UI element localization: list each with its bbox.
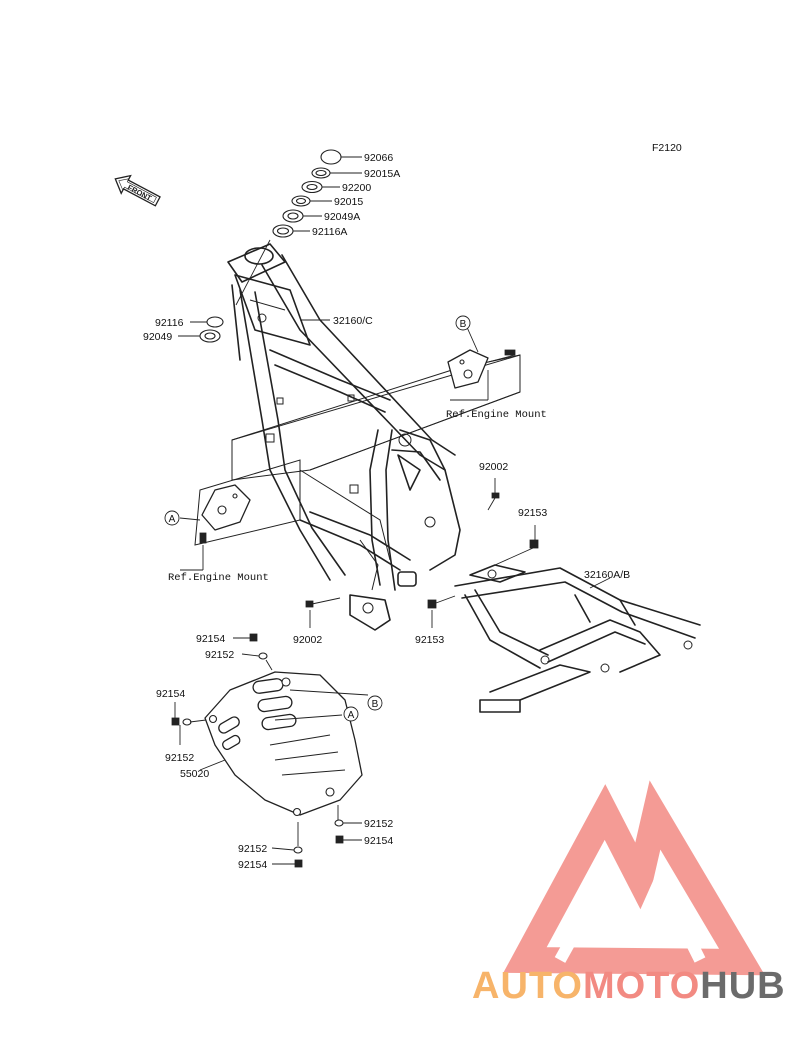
label-92200: 92200 <box>342 182 371 194</box>
main-frame <box>227 243 461 631</box>
cap-92066 <box>320 149 342 165</box>
ref-engine-mount-top: Ref.Engine Mount <box>446 409 547 421</box>
label-92154-c: 92154 <box>364 835 393 847</box>
bolt-92002-top <box>487 478 500 511</box>
bolt-92153-top <box>494 525 539 566</box>
part-labels: 92066 92015A 92200 92015 92049A 92116A 9… <box>143 152 630 871</box>
engine-mount-bands <box>194 354 521 561</box>
skid-plate <box>204 671 363 817</box>
front-arrow-icon: FRONT <box>114 174 161 207</box>
label-92154-b: 92154 <box>156 688 185 700</box>
label-92002-top: 92002 <box>479 461 508 473</box>
label-92153-bottom: 92153 <box>415 634 444 646</box>
watermark-logo: AUTOMOTOHUB <box>472 780 786 1007</box>
engine-mount-plate-b <box>447 349 516 389</box>
label-92066: 92066 <box>364 152 393 164</box>
svg-text:B: B <box>460 319 467 330</box>
label-92015: 92015 <box>334 196 363 208</box>
label-92049a: 92049A <box>324 211 360 223</box>
label-92153-top: 92153 <box>518 507 547 519</box>
watermark-part-hub: HUB <box>700 965 785 1007</box>
ref-engine-mount-left: Ref.Engine Mount <box>168 572 269 584</box>
label-92152-a: 92152 <box>205 649 234 661</box>
label-32160ab: 32160A/B <box>584 569 630 581</box>
label-32160c: 32160/C <box>333 315 373 327</box>
label-92154-d: 92154 <box>238 859 267 871</box>
lower-bearing <box>199 316 224 343</box>
logo-triangle-icon <box>503 780 765 976</box>
label-92152-c: 92152 <box>364 818 393 830</box>
label-92002-bottom: 92002 <box>293 634 322 646</box>
label-92152-d: 92152 <box>238 843 267 855</box>
rear-subframe <box>454 564 701 713</box>
part-leaders <box>178 156 489 721</box>
label-92015a: 92015A <box>364 168 400 180</box>
steering-stack <box>235 149 342 306</box>
svg-text:B: B <box>372 699 379 710</box>
watermark-part-auto: AUTO <box>472 965 583 1007</box>
label-92116: 92116 <box>155 317 184 329</box>
callout-b-skid: B <box>367 695 383 711</box>
label-92154-a: 92154 <box>196 633 225 645</box>
watermark-part-moto: MOTO <box>583 965 700 1007</box>
label-92116a: 92116A <box>312 226 347 238</box>
engine-mount-plate-a <box>199 484 251 544</box>
svg-text:A: A <box>169 514 176 525</box>
bolt-92153-bottom <box>427 595 456 628</box>
callout-a-left: A <box>164 510 180 526</box>
label-92049: 92049 <box>143 331 172 343</box>
watermark-text: AUTOMOTOHUB <box>472 965 786 1007</box>
label-55020: 55020 <box>180 768 209 780</box>
skid-hardware <box>171 633 362 868</box>
bolt-92002-bottom <box>305 597 341 628</box>
label-92152-b: 92152 <box>165 752 194 764</box>
callout-b-top: B <box>455 315 471 331</box>
figure-code: F2120 <box>652 142 682 154</box>
svg-text:A: A <box>348 710 355 721</box>
callout-a-skid: A <box>343 706 359 722</box>
